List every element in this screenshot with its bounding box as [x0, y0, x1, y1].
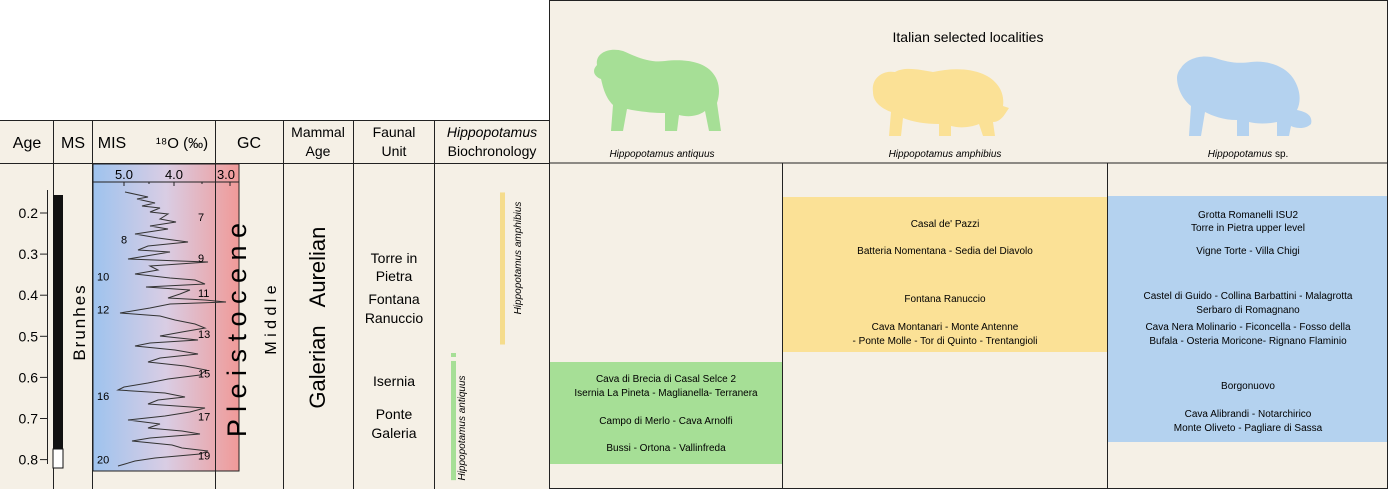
pleistocene-label: P l e i s t o c e n e — [222, 223, 252, 437]
age-tick-label: 0.7 — [19, 411, 39, 427]
o18-tick-label: 4.0 — [165, 167, 183, 182]
biochron-bar — [500, 192, 505, 345]
locality-text: Cava di Brecia di Casal Selce 2 — [596, 374, 737, 385]
mis-stage-label: 13 — [198, 329, 210, 341]
age-tick-label: 0.8 — [19, 452, 39, 468]
locality-text: Monte Oliveto - Pagliare di Sassa — [1174, 423, 1323, 434]
amphibius-localities-box — [783, 197, 1107, 352]
locality-text: Grotta Romanelli ISU2 — [1198, 210, 1298, 221]
col-biochron-header-1: Hippopotamus — [447, 124, 537, 140]
mis-stage-label: 7 — [198, 212, 204, 224]
locality-text: Borgonuovo — [1221, 381, 1275, 392]
faunal-unit-text: Fontana — [368, 291, 420, 307]
col-mammal-age-header-1: Mammal — [291, 124, 345, 140]
biochron-bar-gap — [451, 361, 456, 365]
faunal-unit-text: Pietra — [376, 268, 413, 284]
col-ms-header: MS — [61, 135, 85, 152]
sp-localities-box — [1108, 196, 1388, 442]
aurelian-label: Aurelian — [305, 227, 330, 308]
age-tick-label: 0.5 — [19, 328, 39, 344]
locality-text: Batteria Nomentana - Sedia del Diavolo — [857, 246, 1033, 257]
locality-text: Vigne Torte - Villa Chigi — [1196, 246, 1299, 257]
hippo-antiquus-icon — [594, 49, 721, 131]
mis-stage-label: 10 — [97, 272, 109, 284]
locality-text: - Ponte Molle - Tor di Quinto - Trentang… — [853, 336, 1038, 347]
locality-text: Cava Alibrandi - Notarchirico — [1185, 409, 1312, 420]
species-label-amphibius: Hippopotamus amphibius — [889, 149, 1002, 160]
locality-text: Cava Montanari - Monte Antenne — [872, 322, 1019, 333]
biochron-bar — [451, 360, 456, 481]
antiquus-localities: Cava di Brecia di Casal Selce 2 Isernia … — [574, 374, 758, 454]
middle-label: M i d d l e — [263, 285, 280, 354]
col-mis-header: MIS — [98, 135, 126, 152]
col-o18-header: ¹⁸O (‰) — [156, 135, 208, 152]
age-axis: 0.2 0.3 0.4 0.5 0.6 0.7 0.8 — [19, 190, 48, 468]
matuyama-bar — [52, 448, 64, 469]
locality-text: Castel di Guido - Collina Barbattini - M… — [1144, 291, 1353, 302]
species-label-antiquus: Hippopotamus antiquus — [609, 149, 714, 160]
hippo-amphibius-icon — [872, 68, 1009, 136]
locality-text: Fontana Ranuccio — [904, 294, 986, 305]
mis-stage-label: 16 — [97, 391, 109, 403]
galerian-label: Galerian — [305, 325, 330, 408]
hippo-sp-icon — [1177, 56, 1312, 136]
col-mammal-age-header-2: Age — [306, 143, 331, 159]
mis-stage-labels: 7 8 9 10 11 12 13 15 16 17 19 20 — [97, 212, 210, 466]
locality-text: Campo di Merlo - Cava Arnolfi — [599, 416, 732, 427]
left-table-bg — [0, 120, 550, 489]
mis-stage-label: 11 — [198, 288, 209, 300]
faunal-unit-text: Ranuccio — [365, 310, 424, 326]
brunhes-bar — [53, 195, 63, 449]
age-tick-label: 0.2 — [19, 205, 39, 221]
col-gc-header: GC — [237, 135, 261, 152]
col-age-header: Age — [13, 135, 42, 152]
col-biochron-header-2: Biochronology — [448, 143, 537, 159]
sp-localities: Grotta Romanelli ISU2 Torre in Pietra up… — [1144, 210, 1353, 434]
faunal-unit-text: Torre in — [371, 250, 418, 266]
mis-stage-label: 20 — [97, 455, 109, 467]
biochron-bar-label: Hippopotamus amphibius — [513, 202, 524, 315]
faunal-unit-text: Ponte — [376, 406, 413, 422]
antiquus-localities-box — [550, 362, 782, 464]
col-faunal-unit-header-2: Unit — [382, 143, 407, 159]
o18-axis: 5.0 4.0 3.0 — [115, 167, 235, 186]
brunhes-label: Brunhes — [70, 283, 89, 360]
mis-stage-label: 12 — [97, 305, 109, 317]
mis-stage-label: 15 — [198, 368, 210, 380]
age-tick-label: 0.6 — [19, 369, 39, 385]
isotope-curve — [116, 191, 227, 467]
biochron-bar-label: Hippopotamus antiquus — [457, 375, 468, 480]
localities-title: Italian selected localities — [893, 29, 1044, 45]
locality-text: Torre in Pietra upper level — [1191, 223, 1305, 234]
faunal-unit-text: Galeria — [371, 425, 416, 441]
locality-text: Isernia La Pineta - Maglianella- Terrane… — [574, 388, 758, 399]
locality-text: Bufala - Osteria Moricone- Rignano Flami… — [1149, 336, 1347, 347]
col-faunal-unit-header-1: Faunal — [373, 124, 416, 140]
o18-tick-label: 5.0 — [115, 167, 133, 182]
species-label-sp: Hippopotamus sp. — [1208, 149, 1289, 160]
biochron-bar-gap — [451, 353, 456, 357]
locality-text: Serbaro di Romagnano — [1196, 305, 1300, 316]
mis-stage-label: 8 — [121, 235, 127, 247]
mis-stage-label: 19 — [198, 450, 210, 462]
mis-stage-label: 9 — [198, 253, 204, 265]
age-tick-label: 0.4 — [19, 287, 39, 303]
faunal-unit-text: Isernia — [373, 373, 415, 389]
locality-text: Bussi - Ortona - Vallinfreda — [606, 443, 726, 454]
mis-stage-label: 17 — [198, 411, 210, 423]
age-tick-label: 0.3 — [19, 246, 39, 262]
locality-text: Cava Nera Molinario - Ficoncella - Fosso… — [1145, 322, 1351, 333]
locality-text: Casal de' Pazzi — [911, 219, 980, 230]
o18-tick-label: 3.0 — [217, 167, 235, 182]
amphibius-localities: Casal de' Pazzi Batteria Nomentana - Sed… — [853, 219, 1038, 347]
